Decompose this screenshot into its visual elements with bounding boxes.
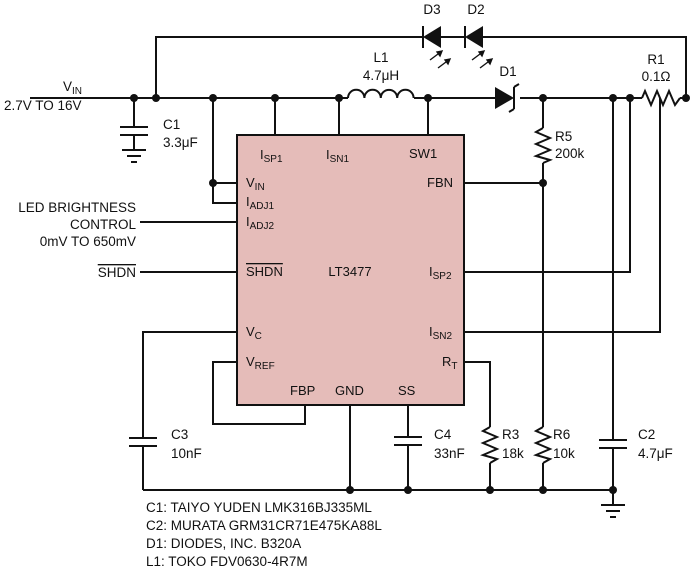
- l1-name: L1: [373, 50, 388, 65]
- brightness-label-line3: 0mV TO 650mV: [40, 234, 136, 249]
- ic-body: [236, 134, 465, 406]
- pin-label-sw1: SW1: [409, 146, 437, 161]
- capacitor-c2: [599, 439, 627, 449]
- c2-name: C2: [638, 427, 655, 442]
- pin-label-ss: SS: [398, 383, 416, 398]
- c1-value: 3.3μF: [163, 135, 198, 150]
- c4-value: 33nF: [434, 446, 465, 461]
- pin-label-vc: VC: [246, 324, 262, 342]
- shdn-input-label: SHDN: [98, 265, 136, 280]
- capacitor-c3: [129, 437, 157, 447]
- pin-label-iadj2: IADJ2: [246, 214, 275, 232]
- diode-d1: [495, 83, 520, 113]
- d2-name: D2: [467, 2, 484, 17]
- r5-name: R5: [555, 129, 572, 144]
- vin-label: VIN: [63, 79, 82, 97]
- junction-dots: [130, 94, 690, 494]
- r5-value: 200k: [555, 146, 585, 161]
- light-emission-icon: [429, 50, 494, 69]
- note-d1: D1: DIODES, INC. B320A: [146, 536, 301, 551]
- d3-name: D3: [423, 2, 440, 17]
- c4-name: C4: [434, 427, 452, 442]
- c3-value: 10nF: [171, 446, 202, 461]
- pin-label-gnd: GND: [335, 383, 364, 398]
- capacitor-c4: [394, 436, 422, 446]
- r6-name: R6: [553, 427, 570, 442]
- led-d2: [464, 26, 495, 48]
- brightness-label-line1: LED BRIGHTNESS: [18, 200, 136, 215]
- pin-label-fbn: FBN: [427, 175, 453, 190]
- chip-name: LT3477: [328, 264, 371, 279]
- pin-label-vref: VREF: [246, 354, 275, 372]
- brightness-label-line2: CONTROL: [70, 217, 136, 232]
- c3-name: C3: [171, 427, 188, 442]
- ground-symbol-c1: [122, 149, 146, 163]
- r1-value: 0.1Ω: [642, 69, 671, 84]
- pin-label-shdn: SHDN: [246, 264, 283, 279]
- vin-range-label: 2.7V TO 16V: [4, 98, 82, 113]
- c2-value: 4.7μF: [638, 446, 673, 461]
- note-l1: L1: TOKO FDV0630-4R7M: [146, 554, 308, 569]
- r3-name: R3: [502, 427, 519, 442]
- l1-value: 4.7μH: [363, 68, 399, 83]
- pin-label-iadj1: IADJ1: [246, 194, 275, 212]
- capacitor-c1: [120, 126, 148, 136]
- resistor-r5: [533, 127, 553, 164]
- inductor-l1: [347, 88, 415, 99]
- pin-label-fbp: FBP: [290, 383, 315, 398]
- pin-label-isn2: ISN2: [429, 324, 453, 342]
- note-c1: C1: TAIYO YUDEN LMK316BJ335ML: [146, 500, 372, 515]
- c1-name: C1: [163, 117, 180, 132]
- pin-label-rt: RT: [442, 354, 458, 372]
- led-d3: [422, 26, 465, 48]
- note-c2: C2: MURATA GRM31CR71E475KA88L: [146, 518, 382, 533]
- r6-value: 10k: [553, 446, 575, 461]
- ground-symbol-main: [601, 504, 625, 518]
- pin-label-isn1: ISN1: [326, 147, 350, 165]
- resistor-r6: [533, 426, 553, 464]
- d1-name: D1: [499, 64, 516, 79]
- pin-label-vin: VIN: [246, 175, 265, 193]
- resistor-r1: [641, 88, 681, 108]
- pin-label-isp1: ISP1: [260, 147, 283, 165]
- r3-value: 18k: [502, 446, 524, 461]
- r1-name: R1: [647, 52, 664, 67]
- pin-label-isp2: ISP2: [429, 264, 452, 282]
- resistor-r3: [480, 426, 500, 464]
